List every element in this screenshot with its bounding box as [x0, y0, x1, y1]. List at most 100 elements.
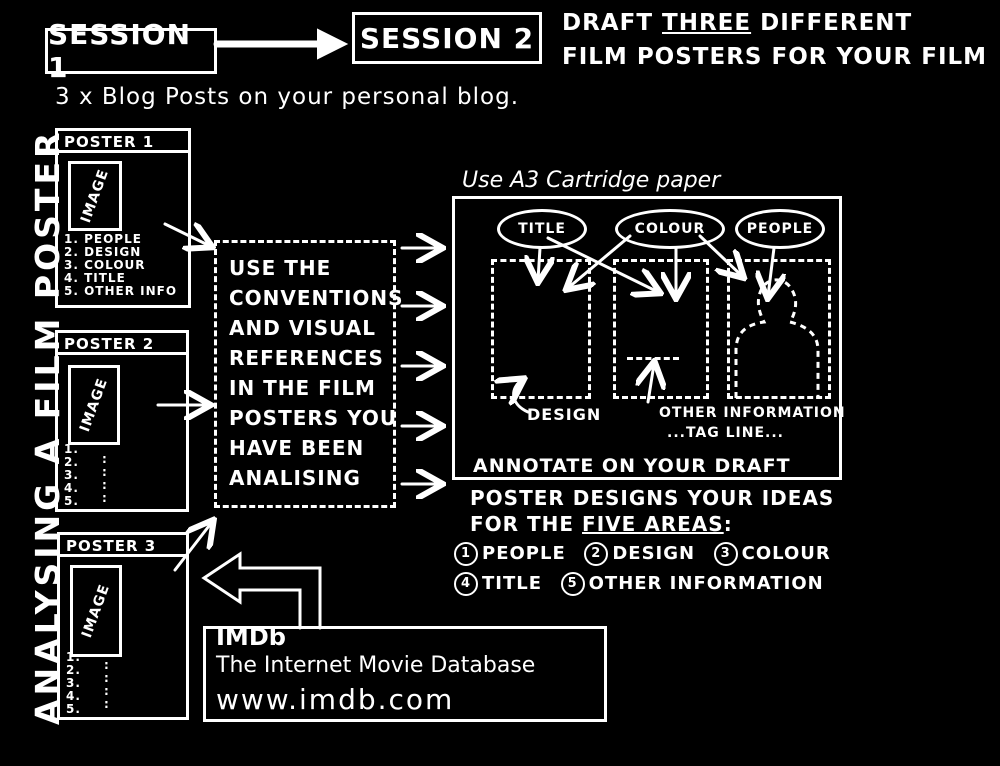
a3-sheet: TITLE COLOUR PEOPLE DESIGN OTHER INFORMA… [452, 196, 845, 480]
ideas-line-2-emph: FIVE AREAS [582, 512, 724, 536]
conventions-text: USE THE CONVENTIONS AND VISUAL REFERENCE… [229, 253, 404, 493]
poster-3-image: IMAGE [70, 565, 122, 657]
poster1-arrow [163, 224, 210, 246]
pill-people: PEOPLE [735, 209, 825, 249]
conventions-line: POSTERS YOU [229, 406, 398, 430]
task-line-2: FILM POSTERS FOR YOUR FILM [562, 44, 988, 70]
poster-2-item: 5. [64, 494, 79, 508]
design-label: DESIGN [527, 405, 602, 424]
draft-poster-3 [727, 259, 831, 399]
imdb-title: IMDb [216, 623, 286, 651]
design-pointer [514, 380, 528, 414]
poster-3-item: 5. [66, 702, 81, 716]
poster-2-dots: :::: [102, 452, 108, 505]
session-1-label: SESSION 1 [48, 18, 192, 84]
poster-3-list: 1. 2. 3. 4. 5. [66, 651, 81, 716]
poster-2: POSTER 2 IMAGE 1. 2. 3. 4. 5. :::: [55, 330, 189, 512]
poster-1-list: 1. PEOPLE 2. DESIGN 3. COLOUR 4. TITLE 5… [64, 233, 177, 298]
conventions-line: CONVENTIONS [229, 286, 404, 310]
poster-3-item: 3. [66, 676, 81, 690]
poster-2-image: IMAGE [68, 365, 120, 445]
poster-1-image: IMAGE [68, 161, 122, 231]
area-label: DESIGN [612, 543, 696, 564]
poster-3-item: 1. [66, 650, 81, 664]
imdb-arrow [201, 551, 322, 630]
draft-poster-2 [613, 259, 709, 399]
area-label: TITLE [482, 573, 543, 594]
ideas-line-2-post: : [723, 512, 733, 536]
pill-arrow [538, 246, 540, 280]
a3-label: Use A3 Cartridge paper [462, 168, 721, 193]
area-number: 2 [584, 542, 609, 566]
conventions-line: ANALISING [229, 466, 361, 490]
conventions-line: IN THE FILM [229, 376, 376, 400]
other-info-pointer [648, 364, 654, 404]
poster-1-item: 5. OTHER INFO [64, 284, 178, 298]
conventions-line: HAVE BEEN [229, 436, 365, 460]
area-number: 4 [454, 572, 478, 596]
blog-line: 3 x Blog Posts on your personal blog. [55, 84, 520, 110]
poster-1-title: POSTER 1 [58, 131, 188, 153]
session-arrow-head [317, 28, 349, 60]
poster-3-title: POSTER 3 [60, 535, 186, 557]
area-number: 1 [454, 542, 478, 566]
pill-arrow [546, 236, 658, 292]
poster-1-item: 1. PEOPLE [64, 232, 142, 246]
poster-2-item: 4. [64, 481, 79, 495]
pill-colour: COLOUR [615, 209, 725, 249]
session-2-label: SESSION 2 [359, 21, 535, 55]
area-number: 5 [560, 572, 585, 596]
area-label: COLOUR [741, 543, 831, 564]
session-2-box: SESSION 2 [352, 12, 542, 64]
other-info-label: OTHER INFORMATION [659, 405, 846, 421]
poster-2-item: 1. [64, 442, 79, 456]
conventions-box: USE THE CONVENTIONS AND VISUAL REFERENCE… [214, 240, 403, 508]
conventions-line: REFERENCES [229, 346, 384, 370]
tag-line-label: ...TAG LINE... [667, 425, 784, 441]
imdb-subtitle: The Internet Movie Database [216, 653, 536, 678]
ideas-line-2-pre: FOR THE [470, 512, 583, 536]
ideas-line-2: FOR THE FIVE AREAS: [470, 512, 733, 536]
poster-2-list: 1. 2. 3. 4. 5. [64, 443, 79, 508]
conventions-line: USE THE [229, 256, 332, 280]
annotate-label: ANNOTATE ON YOUR DRAFT [473, 455, 791, 477]
pill-people-label: PEOPLE [746, 221, 814, 237]
ideas-line-1: POSTER DESIGNS YOUR IDEAS [470, 486, 835, 510]
area-number: 3 [713, 542, 738, 566]
pill-arrow [698, 234, 742, 276]
poster-2-item: 2. [64, 455, 79, 469]
poster-1-item: 3. COLOUR [64, 258, 146, 272]
people-silhouette [734, 278, 820, 398]
poster-1: POSTER 1 IMAGE 1. PEOPLE 2. DESIGN 3. CO… [55, 128, 191, 308]
task-line-1-pre: DRAFT [562, 10, 663, 36]
poster-3-dots: :::: [104, 658, 110, 711]
task-line-1-post: DIFFERENT [751, 10, 913, 36]
pill-title-label: TITLE [518, 221, 566, 237]
poster-3-item: 4. [66, 689, 81, 703]
task-line-1: DRAFT THREE DIFFERENT [562, 10, 912, 36]
pill-colour-label: COLOUR [634, 221, 706, 237]
task-line-1-emph: THREE [662, 10, 752, 36]
poster-1-item: 4. TITLE [64, 271, 126, 285]
poster-2-title: POSTER 2 [58, 333, 186, 355]
poster-2-item: 3. [64, 468, 79, 482]
imdb-box: IMDb The Internet Movie Database www.imd… [203, 623, 607, 722]
poster-1-item: 2. DESIGN [64, 245, 142, 259]
poster3-arrow [173, 522, 212, 572]
area-label: PEOPLE [482, 543, 566, 564]
poster-3: POSTER 3 IMAGE 1. 2. 3. 4. 5. :::: [57, 532, 189, 720]
imdb-url: www.imdb.com [216, 683, 455, 716]
poster-3-item: 2. [66, 663, 81, 677]
conventions-line: AND VISUAL [229, 316, 376, 340]
area-label: OTHER INFORMATION [588, 573, 824, 594]
pill-title: TITLE [497, 209, 587, 249]
pill-arrow [768, 246, 774, 296]
